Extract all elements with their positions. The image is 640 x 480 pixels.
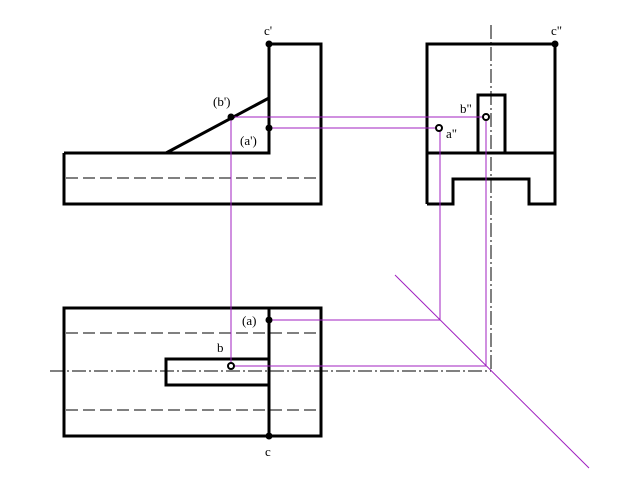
top-view	[50, 306, 491, 438]
point-b-side	[482, 113, 490, 121]
side-view	[425, 25, 557, 371]
point-a-top	[265, 316, 273, 324]
point-c-side	[551, 40, 559, 48]
label-c-side: c"	[551, 23, 562, 38]
projection-a	[269, 127, 441, 321]
labels: c' (b') (a') c" b" a" (a) b c	[213, 23, 562, 459]
label-b-top: b	[217, 340, 224, 355]
top-slot	[164, 357, 269, 387]
point-b-top	[227, 362, 235, 370]
point-b-front	[227, 113, 235, 121]
label-a-top: (a)	[242, 313, 256, 328]
top-outline	[62, 306, 323, 438]
point-a-front	[265, 124, 273, 132]
point-a-side	[435, 124, 443, 132]
label-b-side: b"	[460, 101, 472, 116]
front-view	[62, 42, 323, 206]
point-c-front	[265, 40, 273, 48]
projection-lines	[230, 116, 590, 469]
side-outline	[425, 42, 557, 206]
point-c-top	[265, 432, 273, 440]
points	[227, 40, 559, 440]
label-a-side: a"	[446, 126, 457, 141]
projection-b-horizontal	[231, 116, 487, 367]
label-b-front: (b')	[213, 94, 231, 109]
label-c-front: c'	[264, 23, 272, 38]
front-outline	[62, 42, 323, 206]
front-slope-edge	[165, 96, 270, 155]
label-a-front: (a')	[240, 133, 257, 148]
miter-line	[394, 274, 590, 469]
label-c-top: c	[265, 444, 271, 459]
